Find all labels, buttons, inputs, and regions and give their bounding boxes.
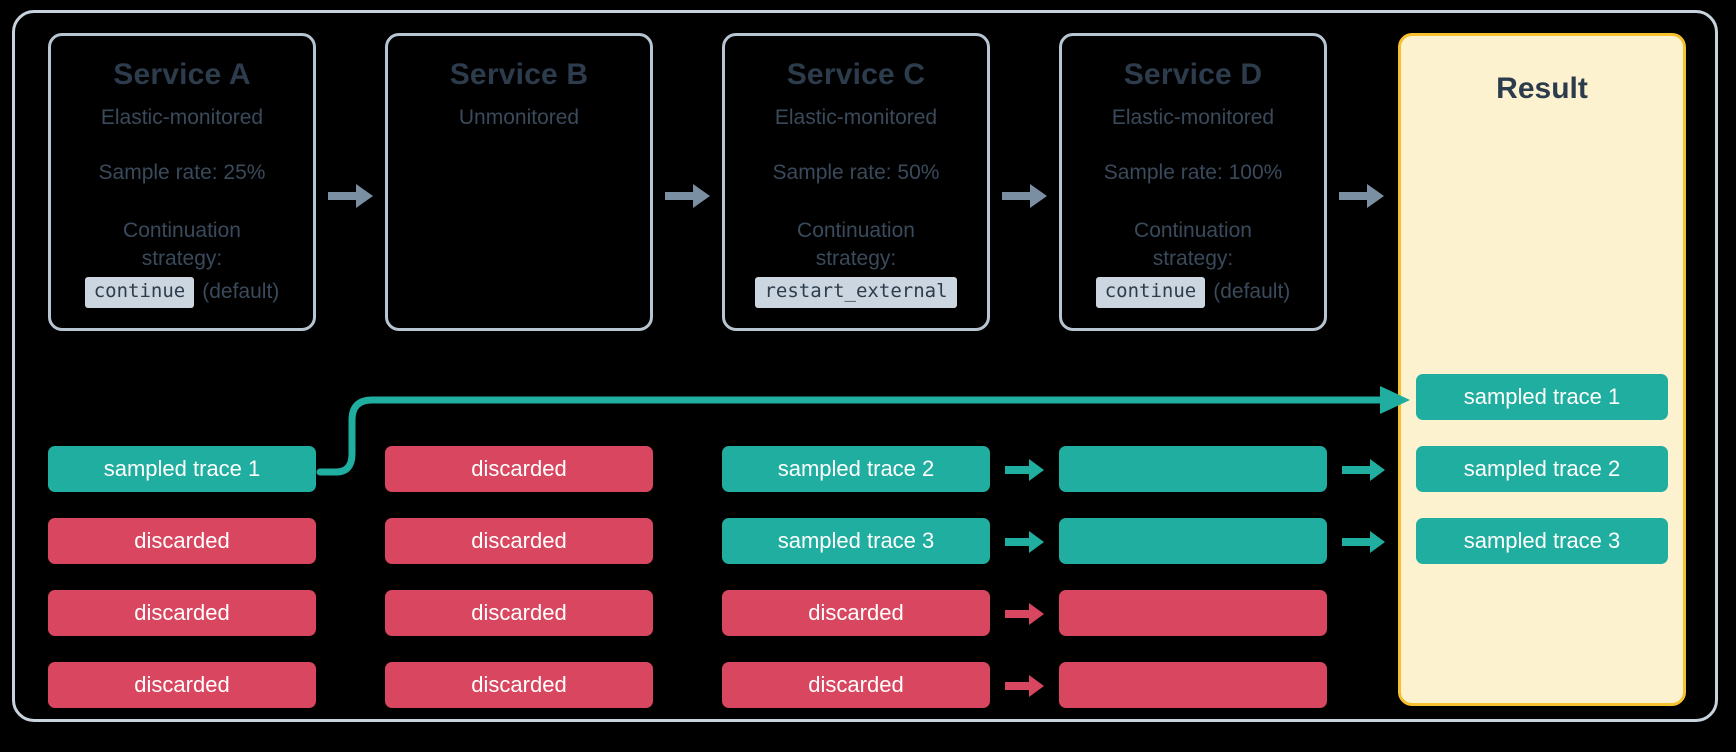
service-card-d: Service D Elastic-monitored Sample rate:… [1059,33,1327,331]
trace-a-row-4: discarded [48,662,316,708]
trace-a-row-2: discarded [48,518,316,564]
trace-c-row-2: sampled trace 3 [722,518,990,564]
service-c-strategy-value: restart_external [755,276,957,308]
service-d-strategy-note: (default) [1213,280,1291,304]
trace-arrow-d-result-row-1 [1342,458,1386,487]
trace-d-row-3 [1059,590,1327,636]
service-c-sample-rate: Sample rate: 50% [772,161,940,185]
service-b-monitoring: Unmonitored [458,106,580,129]
service-a-monitoring: Elastic-monitored [100,106,264,129]
trace-d-row-4 [1059,662,1327,708]
diagram-outer-frame [12,10,1718,722]
trace-b-row-1: discarded [385,446,653,492]
result-trace-1: sampled trace 1 [1416,374,1668,420]
service-c-monitoring: Elastic-monitored [774,106,938,129]
result-title: Result [1496,72,1588,105]
result-panel [1398,33,1686,706]
trace-c-row-1: sampled trace 2 [722,446,990,492]
service-d-strategy-value: continue [1095,276,1206,308]
service-flow-arrow-c-d [1002,182,1048,215]
service-d-title: Service D [1123,58,1263,91]
service-c-strategy-row: restart_external [755,276,957,308]
trace-a-row-1: sampled trace 1 [48,446,316,492]
service-d-strategy-row: continue (default) [1095,276,1291,308]
service-a-strategy-value: continue [84,276,195,308]
service-flow-arrow-b-c [665,182,711,215]
service-a-strategy-note: (default) [202,280,280,304]
trace-arrow-d-result-row-2 [1342,530,1386,559]
trace-c-row-4: discarded [722,662,990,708]
trace-arrow-c-d-row-2 [1005,530,1045,559]
service-flow-arrow-d-result [1339,182,1385,215]
trace-arrow-c-d-row-3 [1005,602,1045,631]
service-card-b: Service B Unmonitored [385,33,653,331]
trace-b-row-2: discarded [385,518,653,564]
service-b-title: Service B [449,58,589,91]
trace-arrow-c-d-row-4 [1005,674,1045,703]
trace-a-row-3: discarded [48,590,316,636]
service-a-strategy-row: continue (default) [84,276,280,308]
trace-b-row-4: discarded [385,662,653,708]
result-trace-3: sampled trace 3 [1416,518,1668,564]
service-card-a: Service A Elastic-monitored Sample rate:… [48,33,316,331]
trace-d-row-1 [1059,446,1327,492]
trace-d-row-2 [1059,518,1327,564]
service-d-sample-rate: Sample rate: 100% [1103,161,1283,185]
service-card-c: Service C Elastic-monitored Sample rate:… [722,33,990,331]
result-trace-2: sampled trace 2 [1416,446,1668,492]
service-c-title: Service C [786,58,926,91]
trace-b-row-3: discarded [385,590,653,636]
service-a-sample-rate: Sample rate: 25% [98,161,266,185]
service-flow-arrow-a-b [328,182,374,215]
service-a-title: Service A [113,58,251,91]
trace-arrow-c-d-row-1 [1005,458,1045,487]
service-d-monitoring: Elastic-monitored [1111,106,1275,129]
trace-c-row-3: discarded [722,590,990,636]
